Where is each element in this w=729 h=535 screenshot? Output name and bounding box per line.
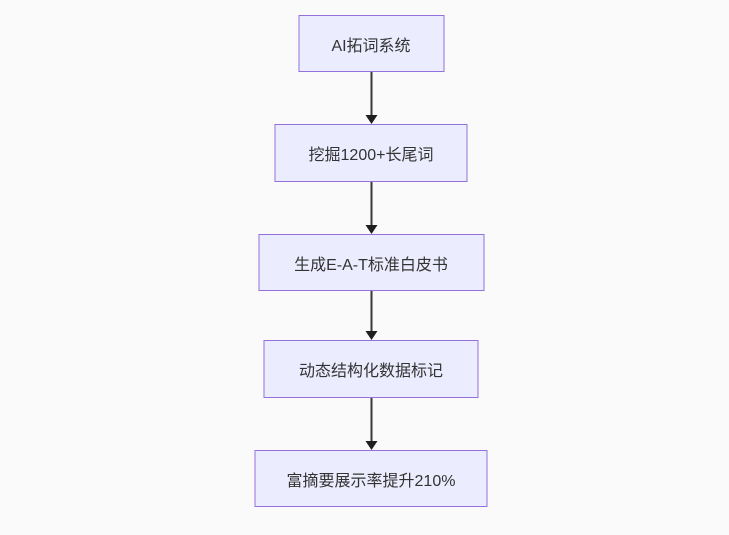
flow-node-structured-data-markup: 动态结构化数据标记 xyxy=(263,340,479,398)
edge-line xyxy=(370,291,372,331)
edge-line xyxy=(370,182,372,225)
arrowhead-icon xyxy=(365,115,377,124)
arrowhead-icon xyxy=(365,331,377,340)
arrow-down-icon xyxy=(364,291,378,340)
arrow-down-icon xyxy=(364,182,378,234)
flow-node-eat-whitepaper: 生成E-A-T标准白皮书 xyxy=(258,234,484,291)
flow-node-ai-keyword-system: AI拓词系统 xyxy=(298,15,444,72)
edge-line xyxy=(370,72,372,115)
flowchart: AI拓词系统 挖掘1200+长尾词 生成E-A-T标准白皮书 动态结构化数据标记… xyxy=(254,15,488,507)
arrow-down-icon xyxy=(364,72,378,124)
arrowhead-icon xyxy=(365,441,377,450)
edge-line xyxy=(370,398,372,441)
arrowhead-icon xyxy=(365,225,377,234)
flow-node-rich-snippet-rate: 富摘要展示率提升210% xyxy=(254,450,488,507)
flow-node-longtail-keywords: 挖掘1200+长尾词 xyxy=(274,124,468,182)
arrow-down-icon xyxy=(364,398,378,450)
